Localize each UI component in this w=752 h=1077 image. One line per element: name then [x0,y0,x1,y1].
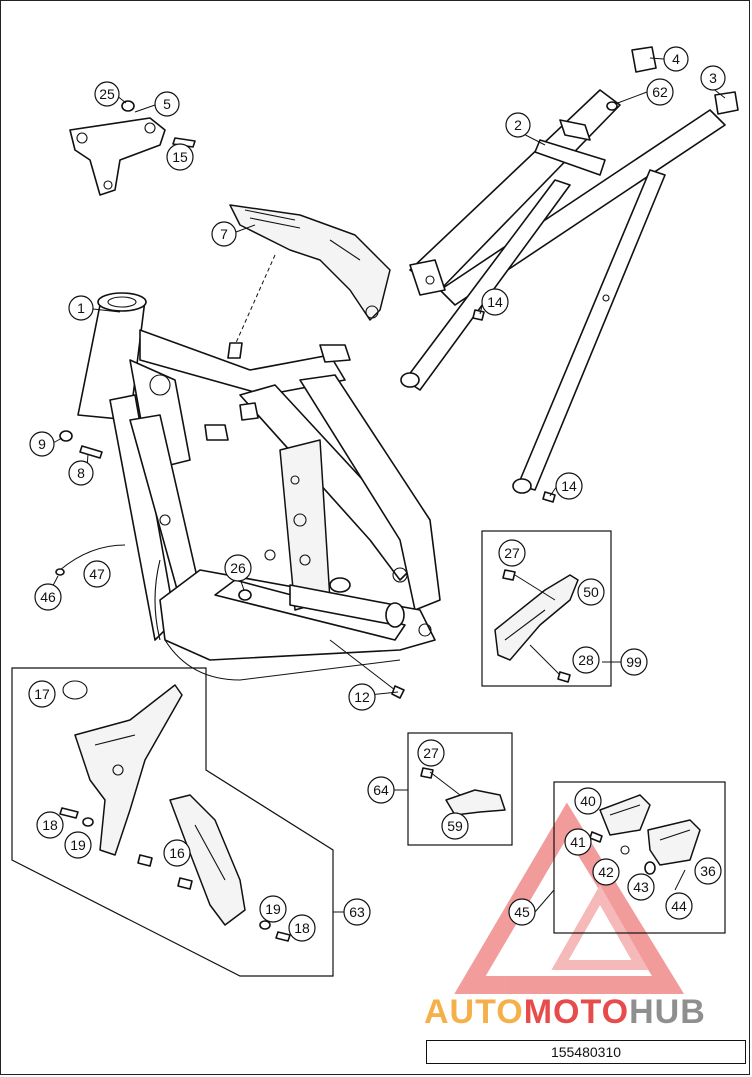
callout-27a: 27 [498,539,526,567]
callout-36: 36 [694,857,722,885]
callout-45: 45 [508,898,536,926]
chain-guide-group [481,530,612,687]
svg-text:17: 17 [34,686,50,702]
callout-62: 62 [646,78,674,106]
svg-text:7: 7 [220,226,228,242]
callout-46: 46 [34,583,62,611]
svg-text:19: 19 [70,837,86,853]
callout-27b: 27 [417,739,445,767]
callout-42: 42 [592,858,620,886]
svg-text:50: 50 [583,584,599,600]
callout-18a: 18 [36,811,64,839]
svg-text:64: 64 [373,782,389,798]
callout-8: 8 [68,460,94,486]
document-number: 155480310 [426,1040,746,1064]
callout-18b: 18 [288,914,316,942]
callouts: 1 2 3 4 5 7 8 9 12 14 14 15 16 17 18 18 … [28,46,726,942]
svg-text:4: 4 [672,51,680,67]
frame-guard-group [11,667,334,977]
main-frame [77,292,441,681]
svg-text:46: 46 [40,589,56,605]
callout-4: 4 [663,46,689,72]
callout-15: 15 [166,143,194,171]
callout-1: 1 [68,295,94,321]
callout-99: 99 [620,648,648,676]
svg-text:18: 18 [294,920,310,936]
rear-subframe [400,46,739,494]
svg-text:43: 43 [633,879,649,895]
svg-text:99: 99 [626,654,642,670]
svg-text:27: 27 [423,745,439,761]
callout-40: 40 [574,787,602,815]
callout-59: 59 [441,812,469,840]
svg-text:12: 12 [354,689,370,705]
svg-text:16: 16 [169,845,185,861]
callout-2: 2 [505,112,531,138]
svg-text:14: 14 [487,294,503,310]
svg-text:63: 63 [349,904,365,920]
footrest-group [553,781,726,934]
svg-text:18: 18 [42,817,58,833]
bracket-5 [69,100,196,196]
callout-19a: 19 [64,831,92,859]
svg-text:25: 25 [99,86,115,102]
svg-text:47: 47 [89,566,105,582]
svg-text:42: 42 [598,864,614,880]
callout-25: 25 [94,81,120,107]
svg-text:28: 28 [578,652,594,668]
svg-text:26: 26 [230,560,246,576]
callout-12: 12 [348,683,376,711]
callout-64: 64 [367,776,395,804]
callout-19b: 19 [259,895,287,923]
callout-5: 5 [154,91,180,117]
callout-7: 7 [211,221,237,247]
svg-text:8: 8 [77,465,85,481]
svg-text:41: 41 [570,834,586,850]
callout-41: 41 [564,828,592,856]
callout-43: 43 [627,873,655,901]
hardware [55,101,618,699]
svg-text:15: 15 [172,149,188,165]
guide-block-group [407,732,513,846]
svg-text:45: 45 [514,904,530,920]
callout-44: 44 [665,892,693,920]
callout-16: 16 [163,839,191,867]
svg-text:59: 59 [447,818,463,834]
svg-text:40: 40 [580,793,596,809]
callout-9: 9 [29,431,55,457]
svg-text:14: 14 [561,478,577,494]
svg-text:5: 5 [163,96,171,112]
callout-26: 26 [224,554,252,582]
mount-bracket-7 [227,204,391,359]
svg-text:27: 27 [504,545,520,561]
svg-text:1: 1 [77,300,85,316]
svg-text:19: 19 [265,901,281,917]
watermark-logo: AUTOMOTOHUB [424,993,706,1031]
callout-63: 63 [343,898,371,926]
svg-text:62: 62 [652,84,668,100]
callout-47: 47 [83,560,111,588]
callout-17: 17 [28,680,56,708]
svg-text:9: 9 [38,436,46,452]
callout-14b: 14 [555,472,583,500]
svg-text:3: 3 [709,70,717,86]
svg-text:36: 36 [700,863,716,879]
callout-28: 28 [572,646,600,674]
callout-3: 3 [700,65,726,91]
svg-text:2: 2 [514,117,522,133]
callout-14a: 14 [481,288,509,316]
callout-50: 50 [577,578,605,606]
svg-text:44: 44 [671,898,687,914]
